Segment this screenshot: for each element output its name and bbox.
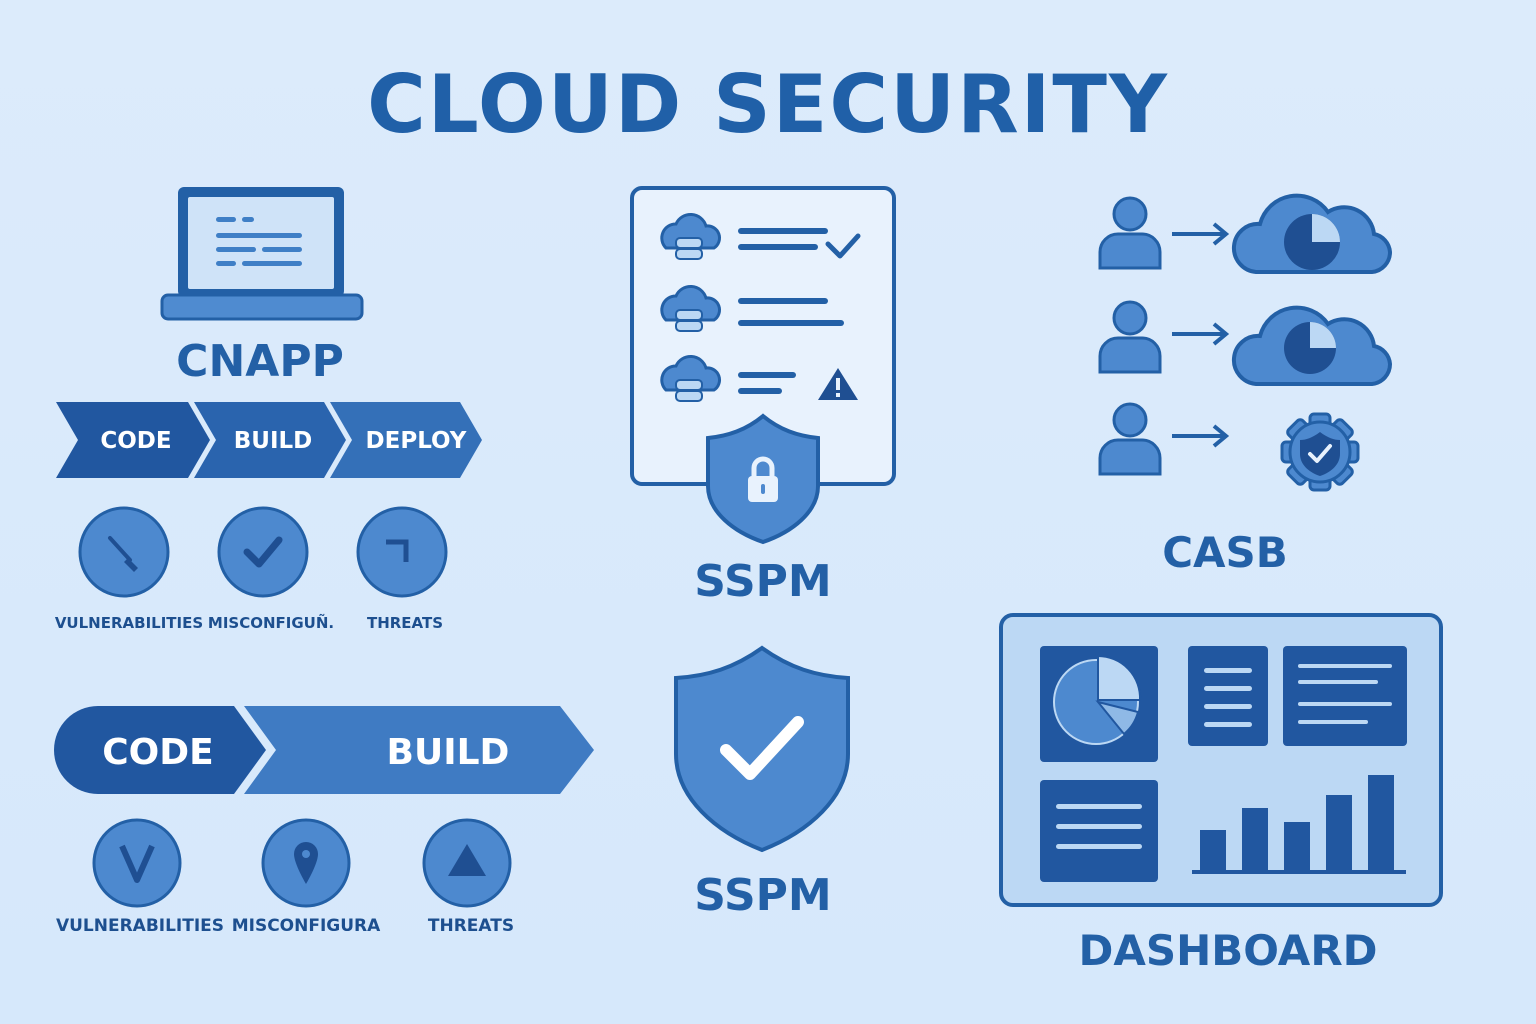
pipeline2-issue-vulnerabilities: VULNERABILITIES	[55, 916, 225, 936]
chevron-deploy	[330, 402, 482, 478]
sspm-bottom-label: SSPM	[694, 870, 832, 921]
pipeline2: CODE BUILD	[54, 706, 594, 794]
bar-chart-icon	[1200, 775, 1394, 870]
check-icon	[217, 506, 309, 598]
arrow-right-icon	[1172, 222, 1230, 246]
cnapp-pipeline: CODE BUILD DEPLOY	[56, 402, 482, 478]
shield-lock-icon	[706, 413, 820, 545]
triangle-icon	[422, 818, 512, 908]
pipeline2-issue-misconfig: MISCONFIGURA	[231, 916, 381, 936]
chevron-deploy-label: DEPLOY	[366, 428, 467, 454]
cloud-pie-icon	[1231, 193, 1393, 274]
cnapp-issue-vulnerabilities: VULNERABILITIES	[54, 614, 204, 632]
dashboard-bar	[1368, 775, 1394, 870]
chevron-code-label: CODE	[100, 428, 171, 454]
pipeline2-code-label: CODE	[102, 732, 214, 773]
chevron-build-label: BUILD	[234, 428, 313, 454]
dashboard-bar	[1326, 795, 1352, 870]
gear-shield-icon	[1280, 412, 1360, 492]
dashboard-icon	[999, 613, 1443, 907]
warning-icon	[818, 368, 858, 400]
arrow-right-icon	[1172, 322, 1230, 346]
pipeline2-build-stage	[244, 706, 594, 794]
casb-label: CASB	[1162, 528, 1288, 577]
arrow-right-icon	[1172, 424, 1230, 448]
page-title: CLOUD SECURITY	[367, 58, 1169, 151]
pin-icon	[261, 818, 351, 908]
chevron-build	[194, 402, 346, 478]
dashboard-bar	[1284, 822, 1310, 870]
cnapp-issue-threats: THREATS	[366, 614, 444, 632]
cloud-db-icon	[660, 285, 721, 332]
checklist-lock-icon	[630, 186, 896, 545]
pipeline2-code-stage	[54, 706, 266, 794]
dashboard-label: DASHBOARD	[1078, 926, 1378, 975]
pie-chart-icon	[1053, 654, 1142, 745]
dashboard-bar	[1200, 830, 1226, 870]
cloud-db-icon	[660, 355, 721, 402]
corner-icon	[356, 506, 448, 598]
brush-icon	[78, 506, 170, 598]
pipeline2-issue-threats: THREATS	[427, 916, 515, 936]
v-icon	[92, 818, 182, 908]
laptop-icon	[160, 187, 364, 321]
cloud-pie-icon	[1231, 305, 1393, 386]
user-icon	[1098, 300, 1162, 374]
cloud-db-icon	[660, 213, 721, 260]
sspm-top-label: SSPM	[694, 556, 832, 607]
dashboard-bar	[1242, 808, 1268, 870]
cnapp-issue-misconfig: MISCONFIGUÑ.	[207, 614, 335, 632]
cnapp-label: CNAPP	[176, 336, 344, 387]
user-icon	[1098, 196, 1162, 270]
casb-flow	[1098, 193, 1393, 492]
pipeline2-build-label: BUILD	[387, 732, 510, 773]
chevron-code	[56, 402, 210, 478]
shield-check-icon	[674, 645, 850, 853]
user-icon	[1098, 402, 1162, 476]
